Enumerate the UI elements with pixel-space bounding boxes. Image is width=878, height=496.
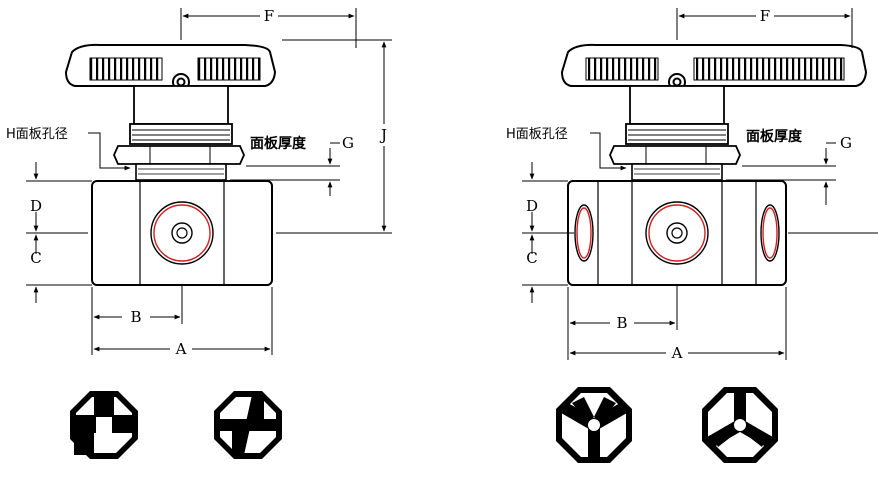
dim-F-label: F: [264, 7, 274, 25]
panel-hole-label: H面板孔径: [6, 127, 68, 142]
dim-G-3way: [726, 142, 878, 234]
three-way-valve-view: F G 面板厚度 H面板孔径 D C: [506, 7, 878, 463]
dim-F-3way: [676, 8, 853, 48]
dim-F-label-3way: F: [760, 7, 770, 25]
panel-thickness-label-3way: 面板厚度: [746, 128, 803, 145]
dim-G-label: G: [342, 134, 354, 152]
dim-D-C: [26, 162, 92, 303]
dim-G-label-3way: G: [840, 134, 852, 152]
dim-B-label: B: [130, 308, 141, 326]
dim-J: [276, 39, 392, 234]
dim-J-label: J: [379, 126, 387, 144]
flow-pattern-3way-2: [702, 387, 778, 463]
valve-body: [91, 180, 273, 286]
dim-C-label: C: [30, 249, 41, 267]
dim-D-label-3way: D: [526, 197, 538, 215]
dim-F: [180, 8, 357, 48]
dim-B-3way: [567, 285, 678, 360]
bonnet: [129, 85, 233, 145]
dim-A-label-3way: A: [671, 344, 683, 362]
panel-hole-leader-3way: [590, 132, 627, 171]
port-right-3way: [760, 204, 780, 262]
dim-C-label-3way: C: [526, 249, 537, 267]
dim-A-label: A: [175, 340, 187, 358]
flow-pattern-2way-2: [214, 391, 282, 459]
flow-pattern-2way-1: [70, 391, 138, 459]
panel-thickness-label: 面板厚度: [250, 135, 307, 152]
two-way-valve-view: F J G 面板厚度 H面板孔径: [6, 7, 392, 459]
port-front-3way: [645, 201, 709, 265]
panel-hole-label-3way: H面板孔径: [506, 127, 568, 142]
port-front: [150, 201, 214, 265]
flow-pattern-3way-1: [556, 387, 632, 463]
handle-3way: [560, 43, 868, 91]
dim-D-C-3way: [522, 162, 574, 303]
handle: [64, 43, 277, 91]
panel-nut-3way: [609, 145, 741, 165]
valve-body-3way: [567, 180, 787, 286]
panel-nut: [113, 145, 245, 165]
dim-G: [230, 142, 340, 196]
dim-B-label-3way: B: [616, 314, 627, 332]
bonnet-3way: [625, 85, 729, 145]
port-left-3way: [574, 204, 594, 262]
dim-B: [91, 285, 183, 355]
dim-A-3way: [569, 287, 787, 360]
dim-D-label: D: [30, 197, 42, 215]
dim-A: [93, 287, 273, 355]
panel-hole-leader: [88, 132, 131, 171]
